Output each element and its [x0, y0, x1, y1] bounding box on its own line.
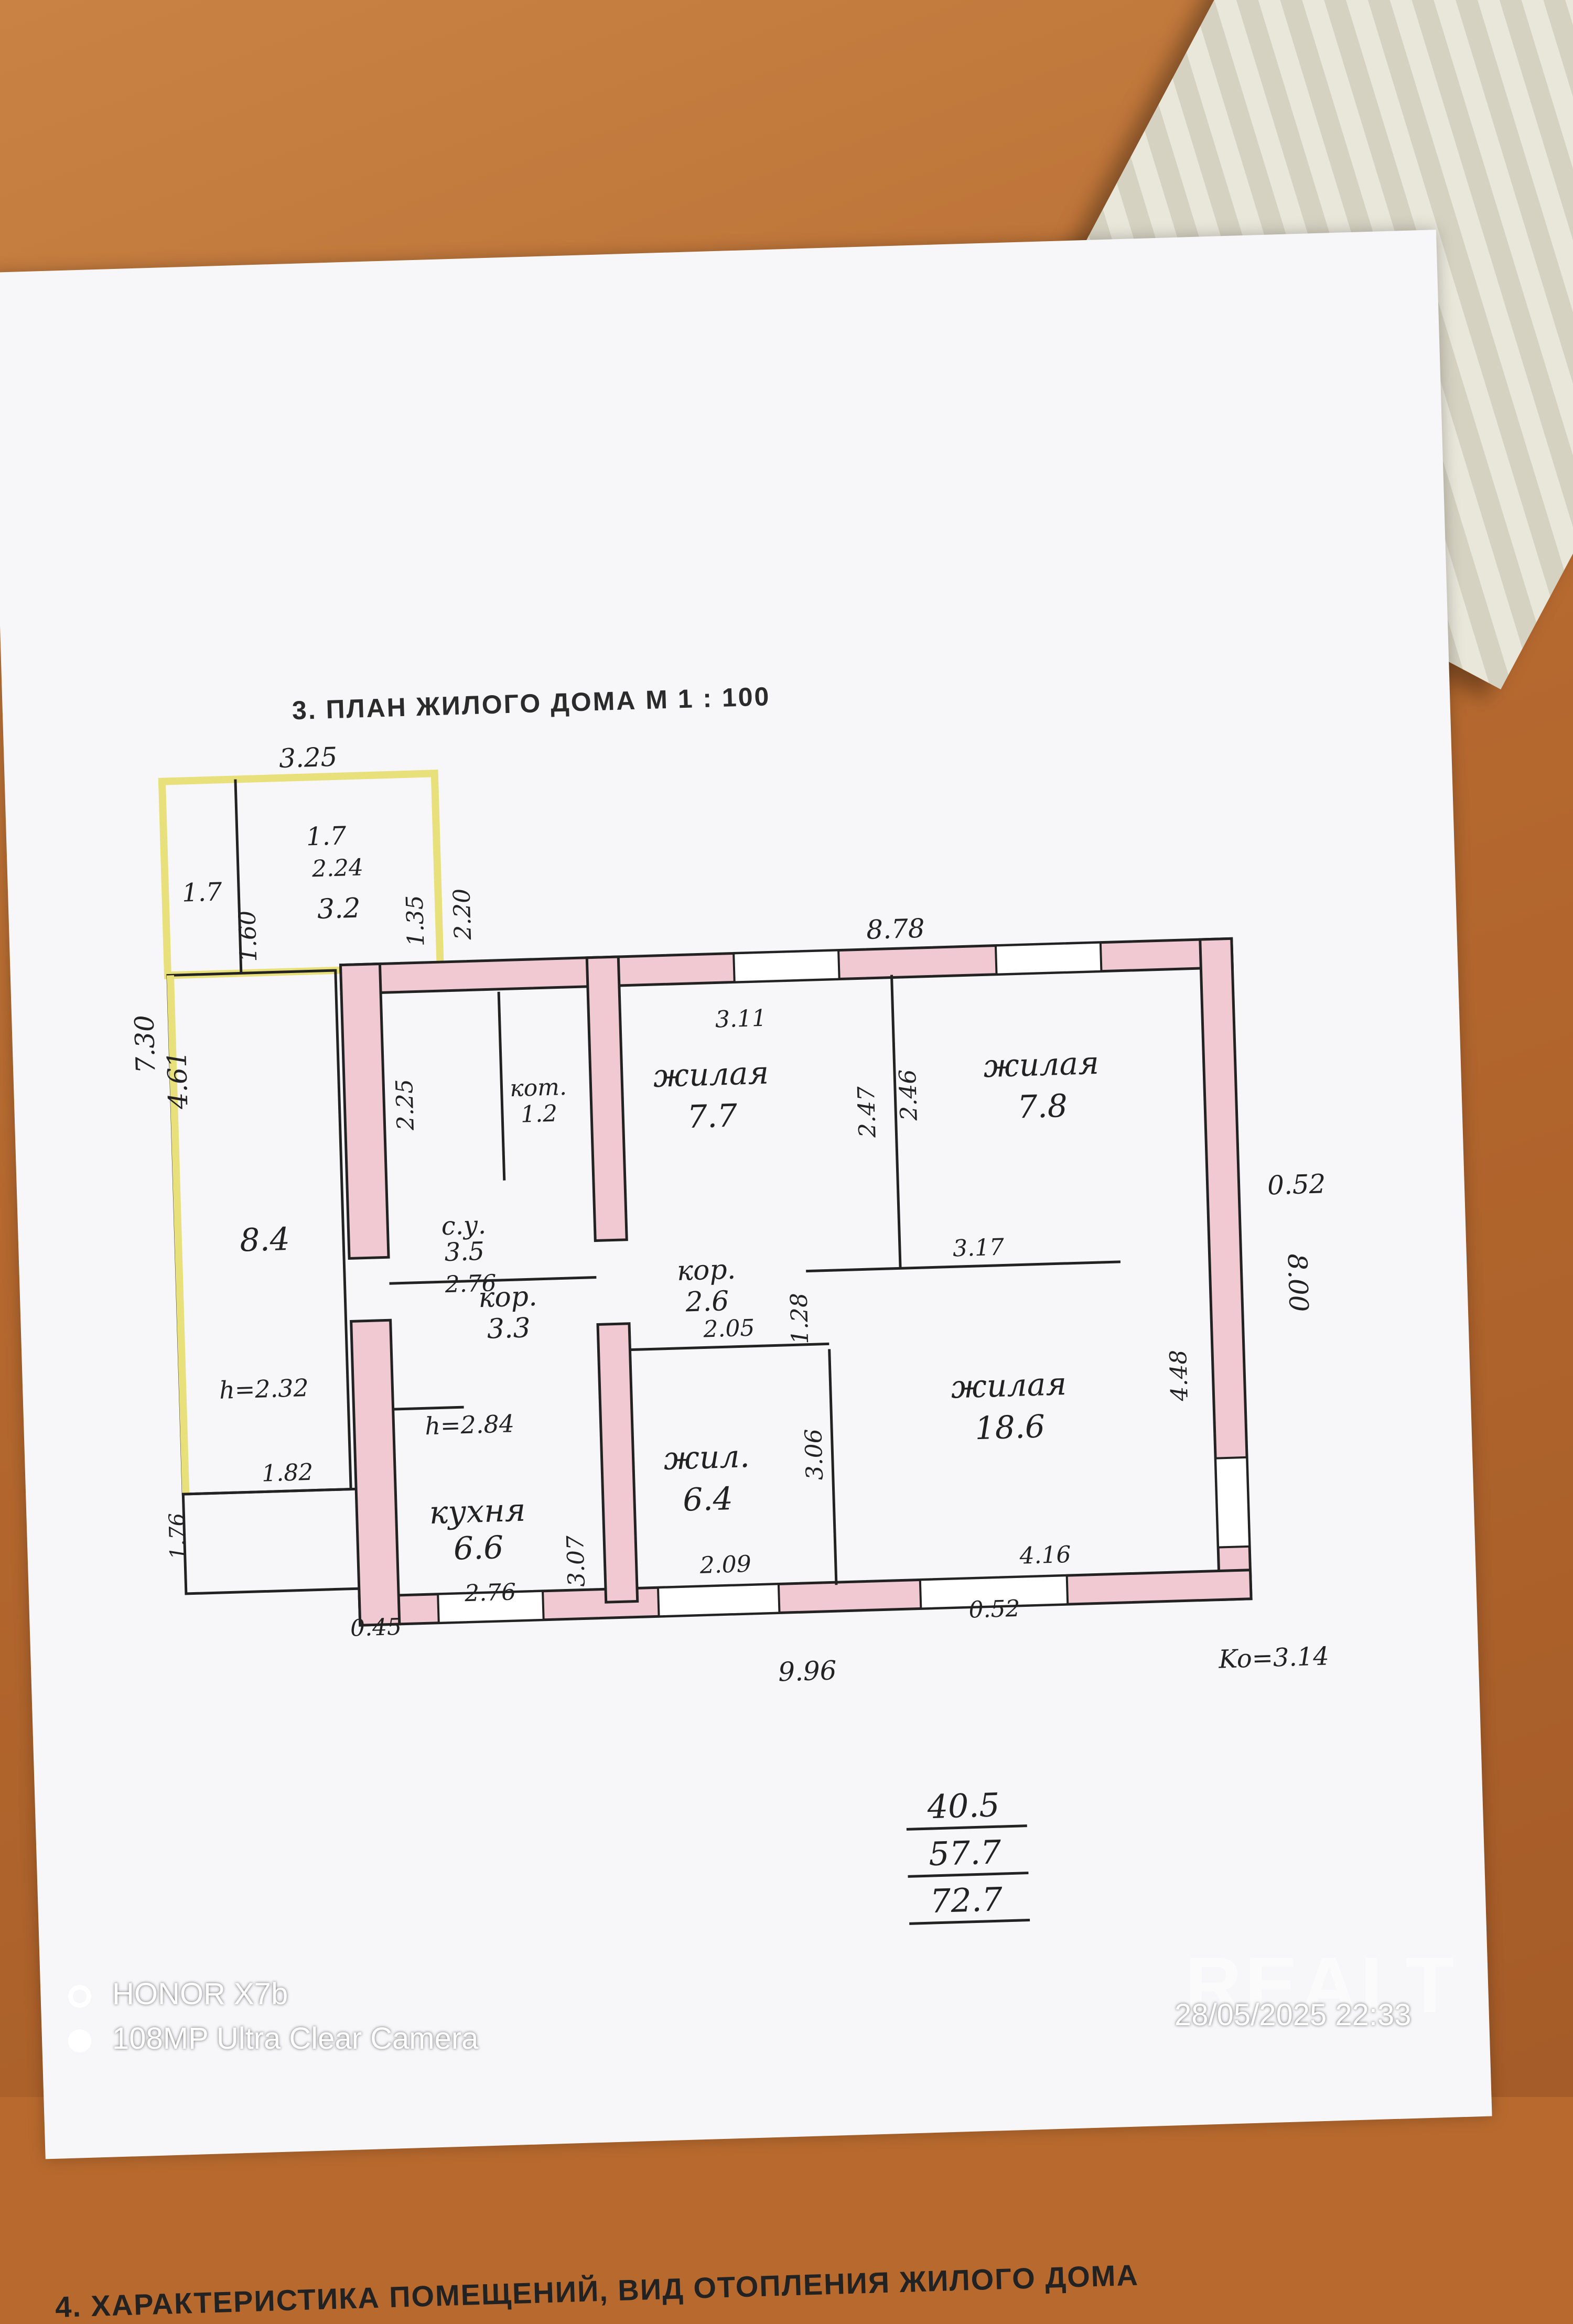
dim-kitchen-h: 3.07: [562, 1535, 590, 1587]
dim-entry-w: 1.82: [261, 1459, 313, 1487]
dim-wall-left: 0.45: [350, 1614, 402, 1642]
dim-kitchen-w: 2.76: [464, 1579, 516, 1607]
dim-annex-top: 3.25: [278, 742, 338, 774]
dim-room-div: 2.47: [853, 1086, 881, 1138]
ceiling-height-2: h=2.84: [425, 1409, 515, 1440]
dim-right: 8.00: [1282, 1253, 1314, 1312]
room-area-living-3: 18.6: [974, 1408, 1046, 1447]
room-area-bathroom: 3.5: [444, 1237, 485, 1267]
room-label-corridor-2: кор.: [676, 1254, 736, 1287]
room-label-living-3: жилая: [951, 1366, 1068, 1406]
room-area-kitchen: 6.6: [453, 1529, 504, 1568]
room-area-living-4: 6.4: [682, 1480, 733, 1519]
room-label-bathroom: с.у.: [441, 1210, 487, 1241]
dim-bottom: 9.96: [778, 1655, 837, 1687]
room-area-corridor-2: 2.6: [685, 1285, 729, 1318]
dim-left-porch: 4.61: [161, 1051, 193, 1110]
floor-plan: жилая 7.7 жилая 7.8 жилая 18.6 жил. 6.4 …: [129, 742, 1330, 1925]
camera-dot-icon: [68, 2029, 91, 2052]
dim-porch-right: 2.20: [448, 888, 477, 941]
total-useful-area: 57.7: [928, 1833, 1002, 1873]
camera-model: HONOR X7b: [68, 1976, 288, 2012]
room-label-living-2: жилая: [983, 1045, 1100, 1085]
dim-bath-w: 2.76: [444, 1270, 497, 1298]
room-area-annex-left: 1.7: [181, 877, 222, 907]
dim-corr-h: 1.28: [785, 1292, 814, 1344]
watermark-logo: REALT: [1185, 1941, 1457, 2029]
room-label-corridor-1: кор.: [478, 1281, 537, 1314]
photo-timestamp: 28/05/2025 22:33: [1175, 1998, 1412, 2032]
dim-big-w: 4.16: [1019, 1541, 1071, 1570]
document-page: 3. ПЛАН ЖИЛОГО ДОМА М 1 : 100: [0, 230, 1492, 2323]
dim-big-side: 3.06: [800, 1429, 828, 1480]
dim-porch-w: 2.24: [311, 854, 363, 882]
room-area-living-2: 7.8: [1017, 1088, 1068, 1126]
camera-ring-icon: [68, 1984, 91, 2008]
dim-porch-h: 1.60: [234, 910, 262, 962]
dim-room2-w: 3.17: [952, 1234, 1004, 1262]
room-area-porch: 8.4: [239, 1221, 290, 1259]
dim-top-main: 8.78: [866, 913, 925, 945]
dim-big-h: 4.48: [1165, 1349, 1193, 1402]
dim-step-h: 1.76: [165, 1512, 190, 1560]
dim-corr-w: 2.05: [703, 1315, 755, 1343]
total-living-area: 40.5: [926, 1786, 1000, 1826]
dim-wall-bottom: 0.52: [968, 1595, 1020, 1624]
room-area-corridor-1: 3.3: [487, 1312, 531, 1345]
ceiling-height-1: h=2.32: [219, 1374, 309, 1404]
total-area: 72.7: [930, 1880, 1004, 1920]
room-area-boiler: 1.2: [520, 1100, 557, 1128]
annex-outline: [160, 772, 442, 977]
dim-left-height: 7.30: [129, 1014, 161, 1074]
room-label-boiler: кот.: [510, 1074, 567, 1102]
room-label-kitchen: кухня: [429, 1492, 526, 1531]
room-label-living-1: жилая: [653, 1055, 770, 1095]
dim-porch-door: 1.35: [402, 895, 430, 947]
room-area-annex-top: 1.7: [306, 821, 347, 851]
room-area-annex: 3.2: [317, 893, 361, 925]
room-label-living-4: жил.: [663, 1438, 750, 1477]
dim-room1-w: 3.11: [715, 1005, 767, 1033]
section-heading: 4. ХАРАКТЕРИСТИКА ПОМЕЩЕНИЙ, ВИД ОТОПЛЕН…: [55, 2258, 1139, 2323]
coefficient-ko: Ko=3.14: [1218, 1641, 1329, 1674]
dim-right-wall: 0.52: [1267, 1169, 1326, 1201]
dim-small-w: 2.09: [699, 1551, 751, 1579]
room-area-living-1: 7.7: [687, 1097, 738, 1136]
camera-lens: 108MP Ultra Clear Camera: [68, 2021, 478, 2056]
dim-room2-h: 2.46: [895, 1069, 923, 1121]
dim-bath-h: 2.25: [391, 1078, 419, 1131]
